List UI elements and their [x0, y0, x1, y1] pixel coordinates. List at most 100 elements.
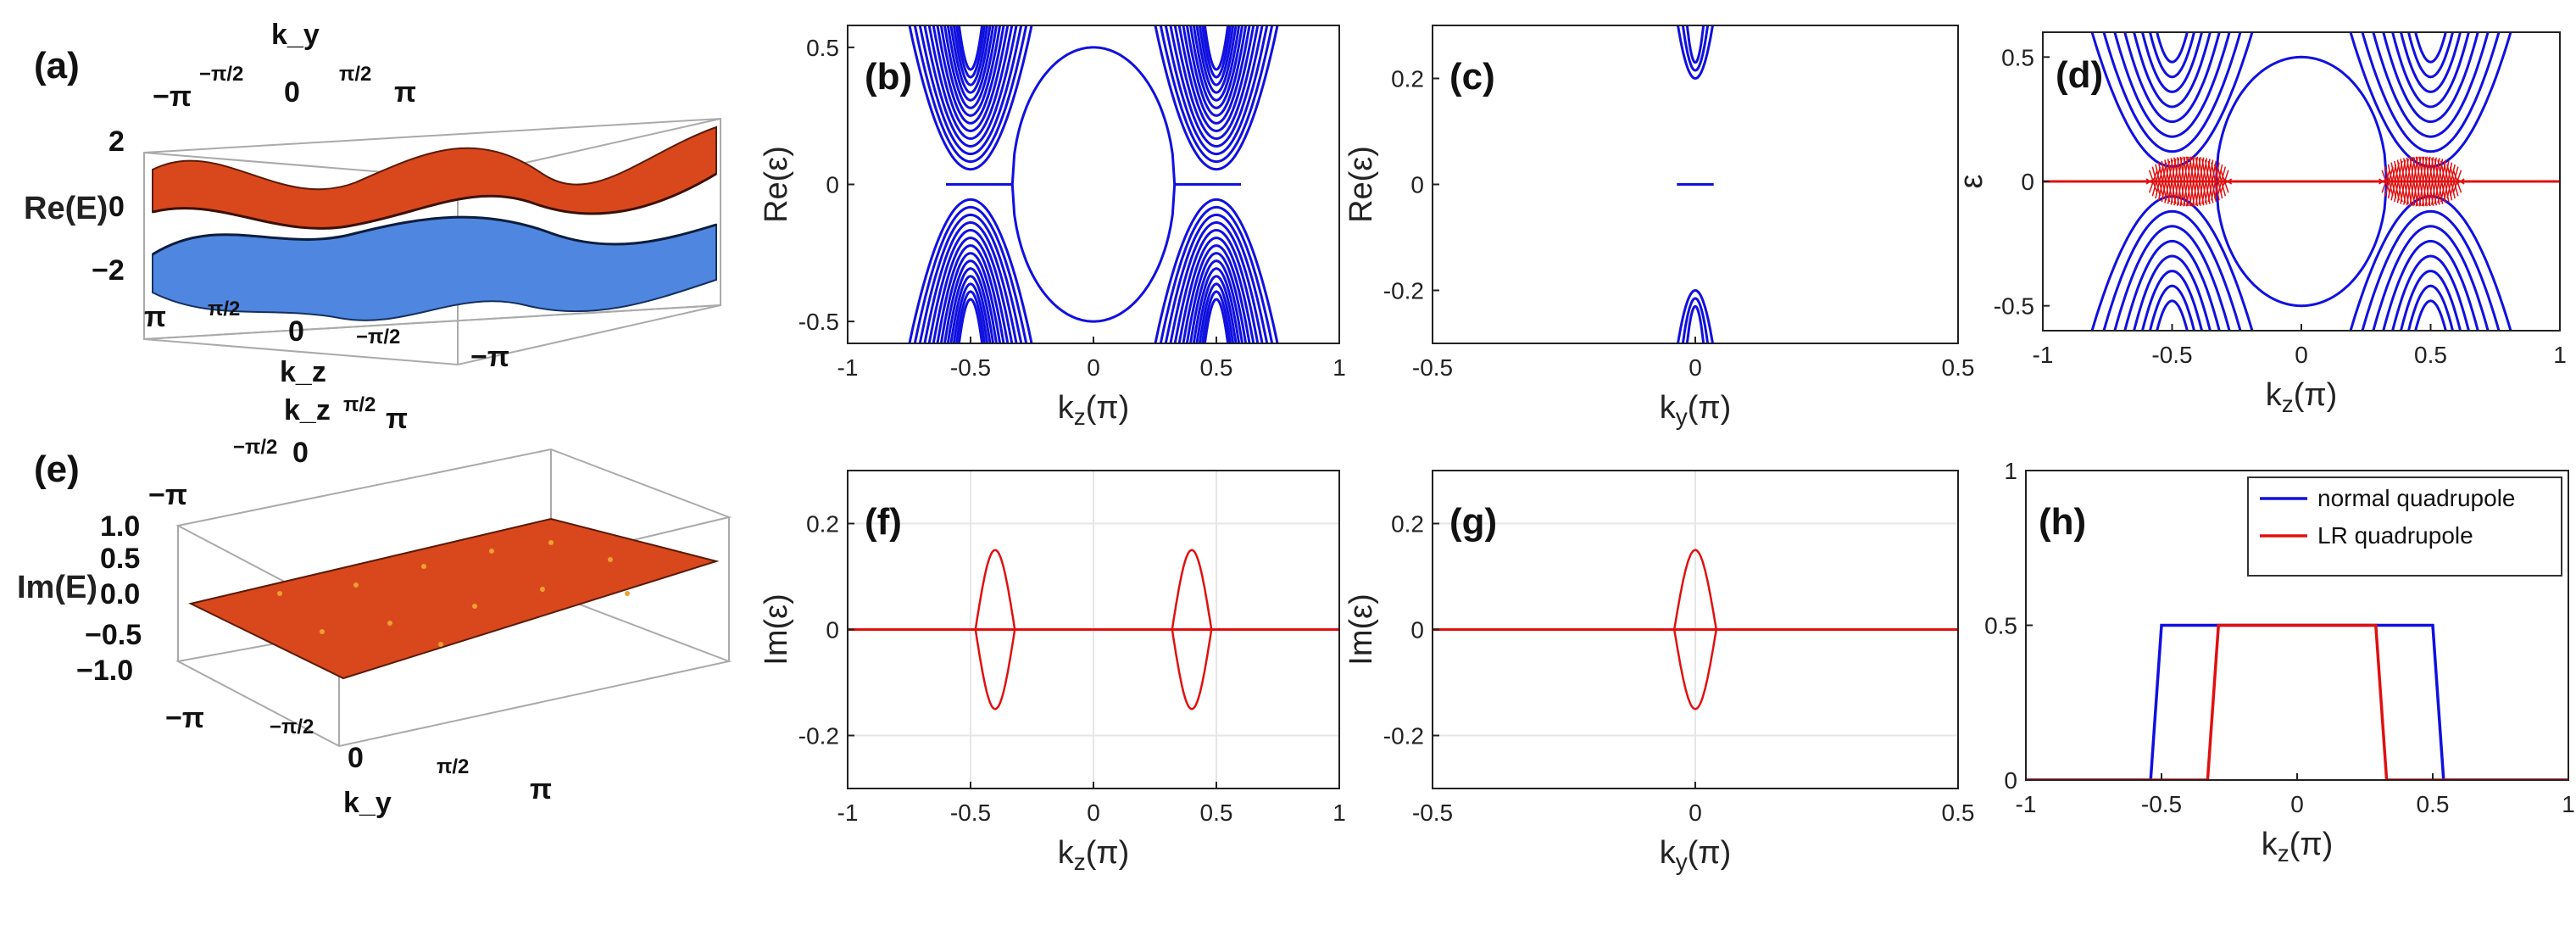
panel-d-series-1-band-1-upper: [2361, 32, 2501, 153]
panel-e-ky-tick-2: 0: [348, 742, 364, 774]
panel-a-kz-tick-0: π: [144, 301, 166, 333]
panel-b-series-0-band-4-lower: [927, 228, 1014, 343]
panel-b-series-0-band-1-upper: [913, 25, 1028, 164]
panel-b-series-1-band-9-upper: [1192, 25, 1241, 102]
panel-d-series-0-band-1-lower: [2102, 209, 2242, 331]
panel-b-series-0-band-4-upper: [927, 25, 1014, 141]
panel-b-series-1-band-4-upper: [1173, 25, 1260, 141]
panel-a-ky-tick-4: π: [394, 76, 416, 109]
panel-b-series-1-band-2-lower: [1164, 213, 1269, 343]
panel-c-xtick-label-1: 0: [1689, 354, 1702, 381]
panel-d-xtick-label-3: 0.5: [2414, 342, 2447, 368]
panel-e-label: (e): [34, 449, 80, 490]
panel-b-series-1-band-8-upper: [1188, 25, 1244, 109]
panel-d-series-0-band-4-lower: [2133, 254, 2212, 331]
panel-d-series-0-band-7-upper: [2156, 32, 2189, 64]
panel-g-y-axis-label: Im(ε): [1344, 593, 1379, 665]
panel-b-series-1-band-13-upper: [1203, 25, 1230, 71]
panel-h-xtick-label-2: 0: [2290, 791, 2304, 817]
panel-b-series-1-band-1-upper: [1159, 25, 1274, 164]
panel-d-series-1-band-2-upper: [2372, 32, 2490, 138]
panel-g-ytick-label-1: 0: [1410, 617, 1424, 644]
panel-b-series-1-band-1-lower: [1159, 205, 1274, 343]
panel-a-z-tick-1: 0: [108, 191, 125, 223]
panel-a-lower-band-edge: [152, 215, 717, 256]
panel-b-xtick-label-0: -1: [837, 354, 859, 381]
panel-b-series-0-band-11-lower: [952, 282, 989, 343]
panel-d-y-axis-label: ε: [1954, 174, 1989, 188]
panel-a-upper-band-edge: [152, 172, 717, 230]
panel-a-kz-tick-4: −π: [470, 341, 509, 373]
panel-a-kz-tick-3: −π/2: [356, 326, 400, 348]
panel-e-kz-tick-3: π/2: [343, 393, 376, 416]
panel-b-series-1-band-11-lower: [1198, 282, 1235, 343]
panel-f-series-1-lens-lower: [974, 629, 1016, 710]
panel-b-series-1-band-10-lower: [1195, 275, 1238, 343]
panel-b-series-0-band-12-upper: [955, 25, 986, 79]
panel-d-ytick-label-1: 0: [2021, 169, 2034, 195]
panel-g-label: (g): [1449, 501, 1497, 543]
panel-b-series-1-band-0-lower: [1154, 198, 1279, 343]
panel-b-series-1-band-7-lower: [1185, 252, 1248, 343]
panel-b-series-1-band-3-lower: [1169, 220, 1264, 343]
panel-g-series-1-lens-lower: [1672, 629, 1718, 710]
panel-f-series-1-lens-upper: [974, 549, 1016, 630]
panel-b-series-0-band-12-lower: [955, 290, 986, 343]
panel-d-series-0-band-5-upper: [2140, 32, 2204, 93]
panel-b-ytick-label-0: 0.5: [806, 35, 839, 61]
panel-a-box-floor: [143, 304, 721, 366]
panel-f-x-axis-label: kz(π): [1058, 835, 1130, 875]
panel-h-series-0-line: [2026, 623, 2568, 780]
panel-a-z-tick-2: −2: [92, 254, 125, 287]
panel-e-kz-tick-4: π: [386, 403, 408, 435]
panel-f-xtick-label-3: 0.5: [1200, 800, 1233, 826]
panel-b-series-0-band-10-upper: [949, 25, 992, 94]
panel-b-xtick-label-4: 1: [1333, 354, 1346, 381]
panel-f-label: (f): [865, 501, 902, 543]
panel-b-series-0-band-2-lower: [918, 213, 1023, 343]
panel-b-series-0-band-2-upper: [918, 25, 1023, 156]
panel-c-series-0-band-2-upper: [1685, 25, 1705, 64]
panel-b-series-0-band-13-lower: [957, 298, 984, 343]
panel-b-series-1-band-6-lower: [1182, 244, 1251, 343]
panel-c-plot-area: [1676, 25, 1715, 343]
panel-b-series-0-band-8-upper: [943, 25, 999, 109]
panel-h-legend-label-0: normal quadrupole: [2317, 485, 2516, 511]
panel-d-series-1-band-4-upper: [2391, 32, 2470, 109]
panel-h-label: (h): [2039, 501, 2086, 543]
panel-c-ytick-label-0: 0.2: [1391, 66, 1424, 92]
panel-h-xtick-label-1: -0.5: [2141, 791, 2182, 817]
panel-f-ytick-label-2: -0.2: [798, 723, 839, 749]
panel-a-ky-tick-0: −π: [153, 81, 192, 113]
panel-a-kz-label: k_z: [280, 356, 326, 388]
panel-b-series-1-band-6-upper: [1182, 25, 1251, 125]
panel-d-series-1-band-5-lower: [2399, 270, 2462, 331]
panel-h-x-axis-label: kz(π): [2262, 827, 2334, 866]
panel-h-series-1-line: [2026, 623, 2568, 780]
panel-d-series-0-band-4-upper: [2133, 32, 2212, 109]
panel-h-xtick-label-3: 0.5: [2417, 791, 2450, 817]
panel-b-ytick-label-1: 0: [826, 172, 839, 198]
panel-a-z-label: Re(E): [24, 191, 108, 226]
panel-b-series-0-band-0-lower: [908, 198, 1033, 343]
panel-h-plot-area: [2026, 623, 2568, 780]
panel-b-series-0-band-7-upper: [939, 25, 1002, 117]
panel-b-series-0-band-8-lower: [943, 259, 999, 343]
panel-b-series-0-band-6-lower: [936, 244, 1005, 343]
panel-d-x-axis-label: kz(π): [2266, 377, 2338, 417]
panel-e-z-tick-1: 0.5: [100, 543, 140, 575]
panel-g-series-1-lens-upper: [1672, 549, 1718, 630]
panel-e-ky-tick-1: −π/2: [270, 716, 314, 738]
panel-d-xtick-label-2: 0: [2295, 342, 2308, 368]
panel-d-series-1-band-0-lower: [2349, 195, 2512, 331]
panel-b-series-0-band-5-upper: [932, 25, 1010, 133]
panel-e-ky-tick-0: −π: [165, 702, 204, 734]
panel-c-series-0-band-1-lower: [1681, 297, 1710, 343]
panel-d-ytick-label-0: 0.5: [2001, 44, 2034, 70]
panel-e-kz-label: k_z: [284, 394, 331, 426]
panel-a-z-tick-0: 2: [108, 125, 125, 158]
panel-c-y-axis-label: Re(ε): [1344, 146, 1379, 223]
